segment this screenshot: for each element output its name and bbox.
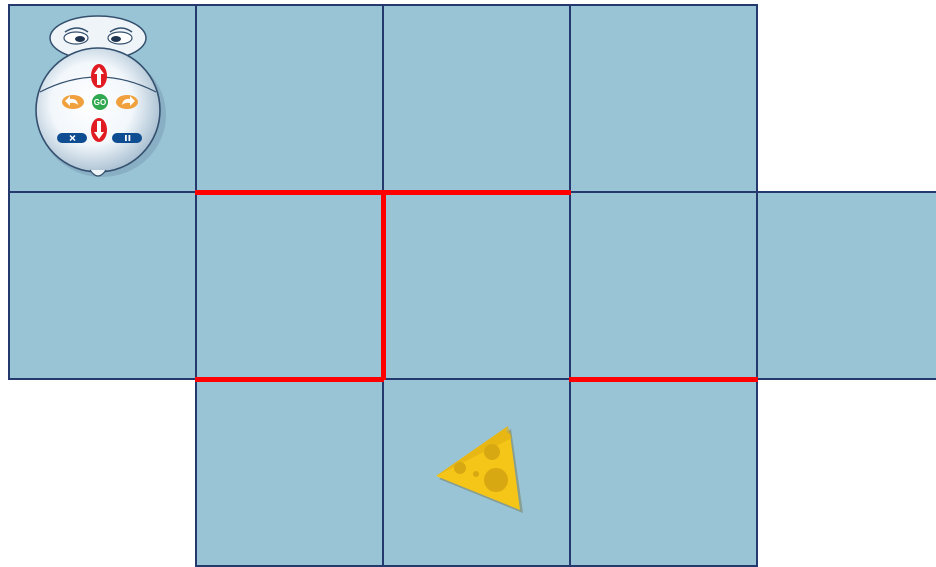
grid-cell[interactable]: [569, 4, 758, 193]
clear-button[interactable]: [57, 133, 87, 143]
robot-mouse[interactable]: GO: [30, 10, 170, 185]
turn-left-button[interactable]: [62, 95, 84, 109]
cheese-goal-icon: [428, 418, 526, 518]
turn-right-button[interactable]: [116, 95, 138, 109]
grid-cell[interactable]: [195, 378, 384, 567]
grid-cell[interactable]: [756, 191, 936, 380]
wall-segment: [381, 191, 386, 380]
grid-cell[interactable]: [195, 191, 384, 380]
go-label: GO: [94, 98, 106, 107]
wall-segment: [195, 377, 384, 382]
grid-cell[interactable]: [382, 191, 571, 380]
grid-cell[interactable]: [569, 191, 758, 380]
forward-arrow-button[interactable]: [91, 64, 107, 88]
pause-button[interactable]: [112, 133, 142, 143]
go-button[interactable]: GO: [92, 94, 108, 110]
grid-cell[interactable]: [195, 4, 384, 193]
grid-cell[interactable]: [382, 4, 571, 193]
backward-arrow-button[interactable]: [91, 118, 107, 142]
grid-cell[interactable]: [569, 378, 758, 567]
wall-segment: [569, 377, 758, 382]
wall-segment: [195, 190, 384, 195]
grid-cell[interactable]: [8, 191, 197, 380]
wall-segment: [382, 190, 571, 195]
